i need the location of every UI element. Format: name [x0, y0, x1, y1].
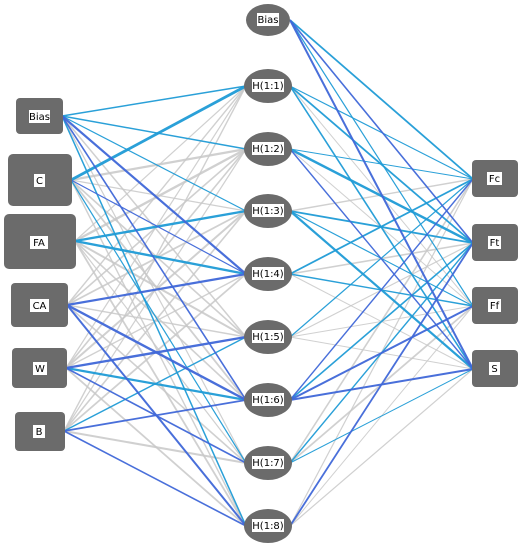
connection-line — [63, 430, 247, 527]
connection-line — [74, 239, 247, 276]
network-nodes: Bias C FA CA W B — [4, 4, 518, 543]
input-label-b: B — [36, 427, 43, 438]
input-label-w: W — [35, 364, 45, 375]
input-node-b: B — [15, 412, 65, 451]
input-node-w: W — [12, 348, 67, 388]
input-node-c: C — [8, 154, 72, 206]
connection-line — [74, 240, 247, 527]
hidden-node-h3: H(1:3) — [244, 194, 292, 228]
output-node-ft: Ft — [472, 224, 518, 261]
hidden-node-h2: H(1:2) — [244, 132, 292, 166]
connection-line — [66, 85, 247, 306]
connection-line — [289, 148, 474, 180]
connection-line — [289, 305, 474, 401]
connection-line — [61, 85, 247, 117]
connection-line — [65, 148, 247, 369]
input-label-ca: CA — [33, 301, 47, 312]
output-node-ff: Ff — [472, 287, 518, 324]
connection-line — [289, 148, 474, 370]
connection-line — [61, 115, 247, 527]
input-label-bias: Bias — [29, 112, 50, 123]
connection-line — [70, 179, 247, 338]
connection-line — [289, 368, 474, 464]
hidden-node-h4: H(1:4) — [244, 257, 292, 291]
output-label-ff: Ff — [490, 301, 500, 312]
connection-line — [63, 430, 247, 464]
hidden-node-h7: H(1:7) — [244, 446, 292, 480]
input-node-ca: CA — [11, 283, 68, 327]
connection-line — [289, 242, 474, 401]
input-node-bias: Bias — [16, 98, 63, 134]
connection-line — [289, 178, 474, 401]
connection-line — [289, 19, 474, 307]
connection-line — [289, 19, 474, 180]
output-node-fc: Fc — [472, 160, 518, 197]
connection-line — [65, 335, 247, 370]
hidden-node-h8: H(1:8) — [244, 509, 292, 543]
hidden-label-h4: H(1:4) — [252, 269, 284, 280]
input-node-fa: FA — [4, 214, 76, 269]
connection-line — [289, 242, 474, 527]
connection-line — [61, 115, 247, 150]
input-label-c: C — [36, 176, 43, 187]
connection-line — [70, 179, 247, 275]
connection-line — [63, 399, 247, 432]
connection-line — [70, 179, 247, 464]
connection-line — [61, 115, 247, 212]
connection-line — [70, 84, 247, 182]
hidden-label-h7: H(1:7) — [252, 458, 284, 469]
output-label-ft: Ft — [490, 238, 500, 249]
hidden-label-h3: H(1:3) — [252, 206, 284, 217]
hidden-node-h6: H(1:6) — [244, 383, 292, 417]
hidden-label-h6: H(1:6) — [252, 395, 284, 406]
connection-line — [74, 209, 247, 243]
connection-line — [74, 147, 247, 243]
connection-lines — [61, 19, 474, 527]
connection-line — [289, 19, 474, 370]
connection-line — [61, 115, 247, 401]
hidden-node-h1: H(1:1) — [244, 69, 292, 103]
hidden-label-h8: H(1:8) — [252, 521, 284, 532]
connection-line — [289, 368, 474, 527]
connection-line — [289, 19, 474, 244]
hidden-node-bias: Bias — [246, 4, 290, 36]
hidden-label-h2: H(1:2) — [252, 144, 284, 155]
connection-line — [61, 115, 247, 275]
output-label-s: S — [491, 364, 497, 375]
input-label-fa: FA — [33, 238, 45, 249]
connection-line — [74, 240, 247, 401]
connection-line — [66, 272, 247, 307]
output-label-fc: Fc — [489, 174, 500, 185]
connection-line — [74, 85, 247, 242]
hidden-label-bias: Bias — [258, 15, 279, 26]
hidden-node-h5: H(1:5) — [244, 320, 292, 354]
hidden-label-h1: H(1:1) — [252, 81, 284, 92]
output-node-s: S — [472, 350, 518, 387]
hidden-label-h5: H(1:5) — [252, 332, 284, 343]
connection-line — [289, 178, 474, 275]
